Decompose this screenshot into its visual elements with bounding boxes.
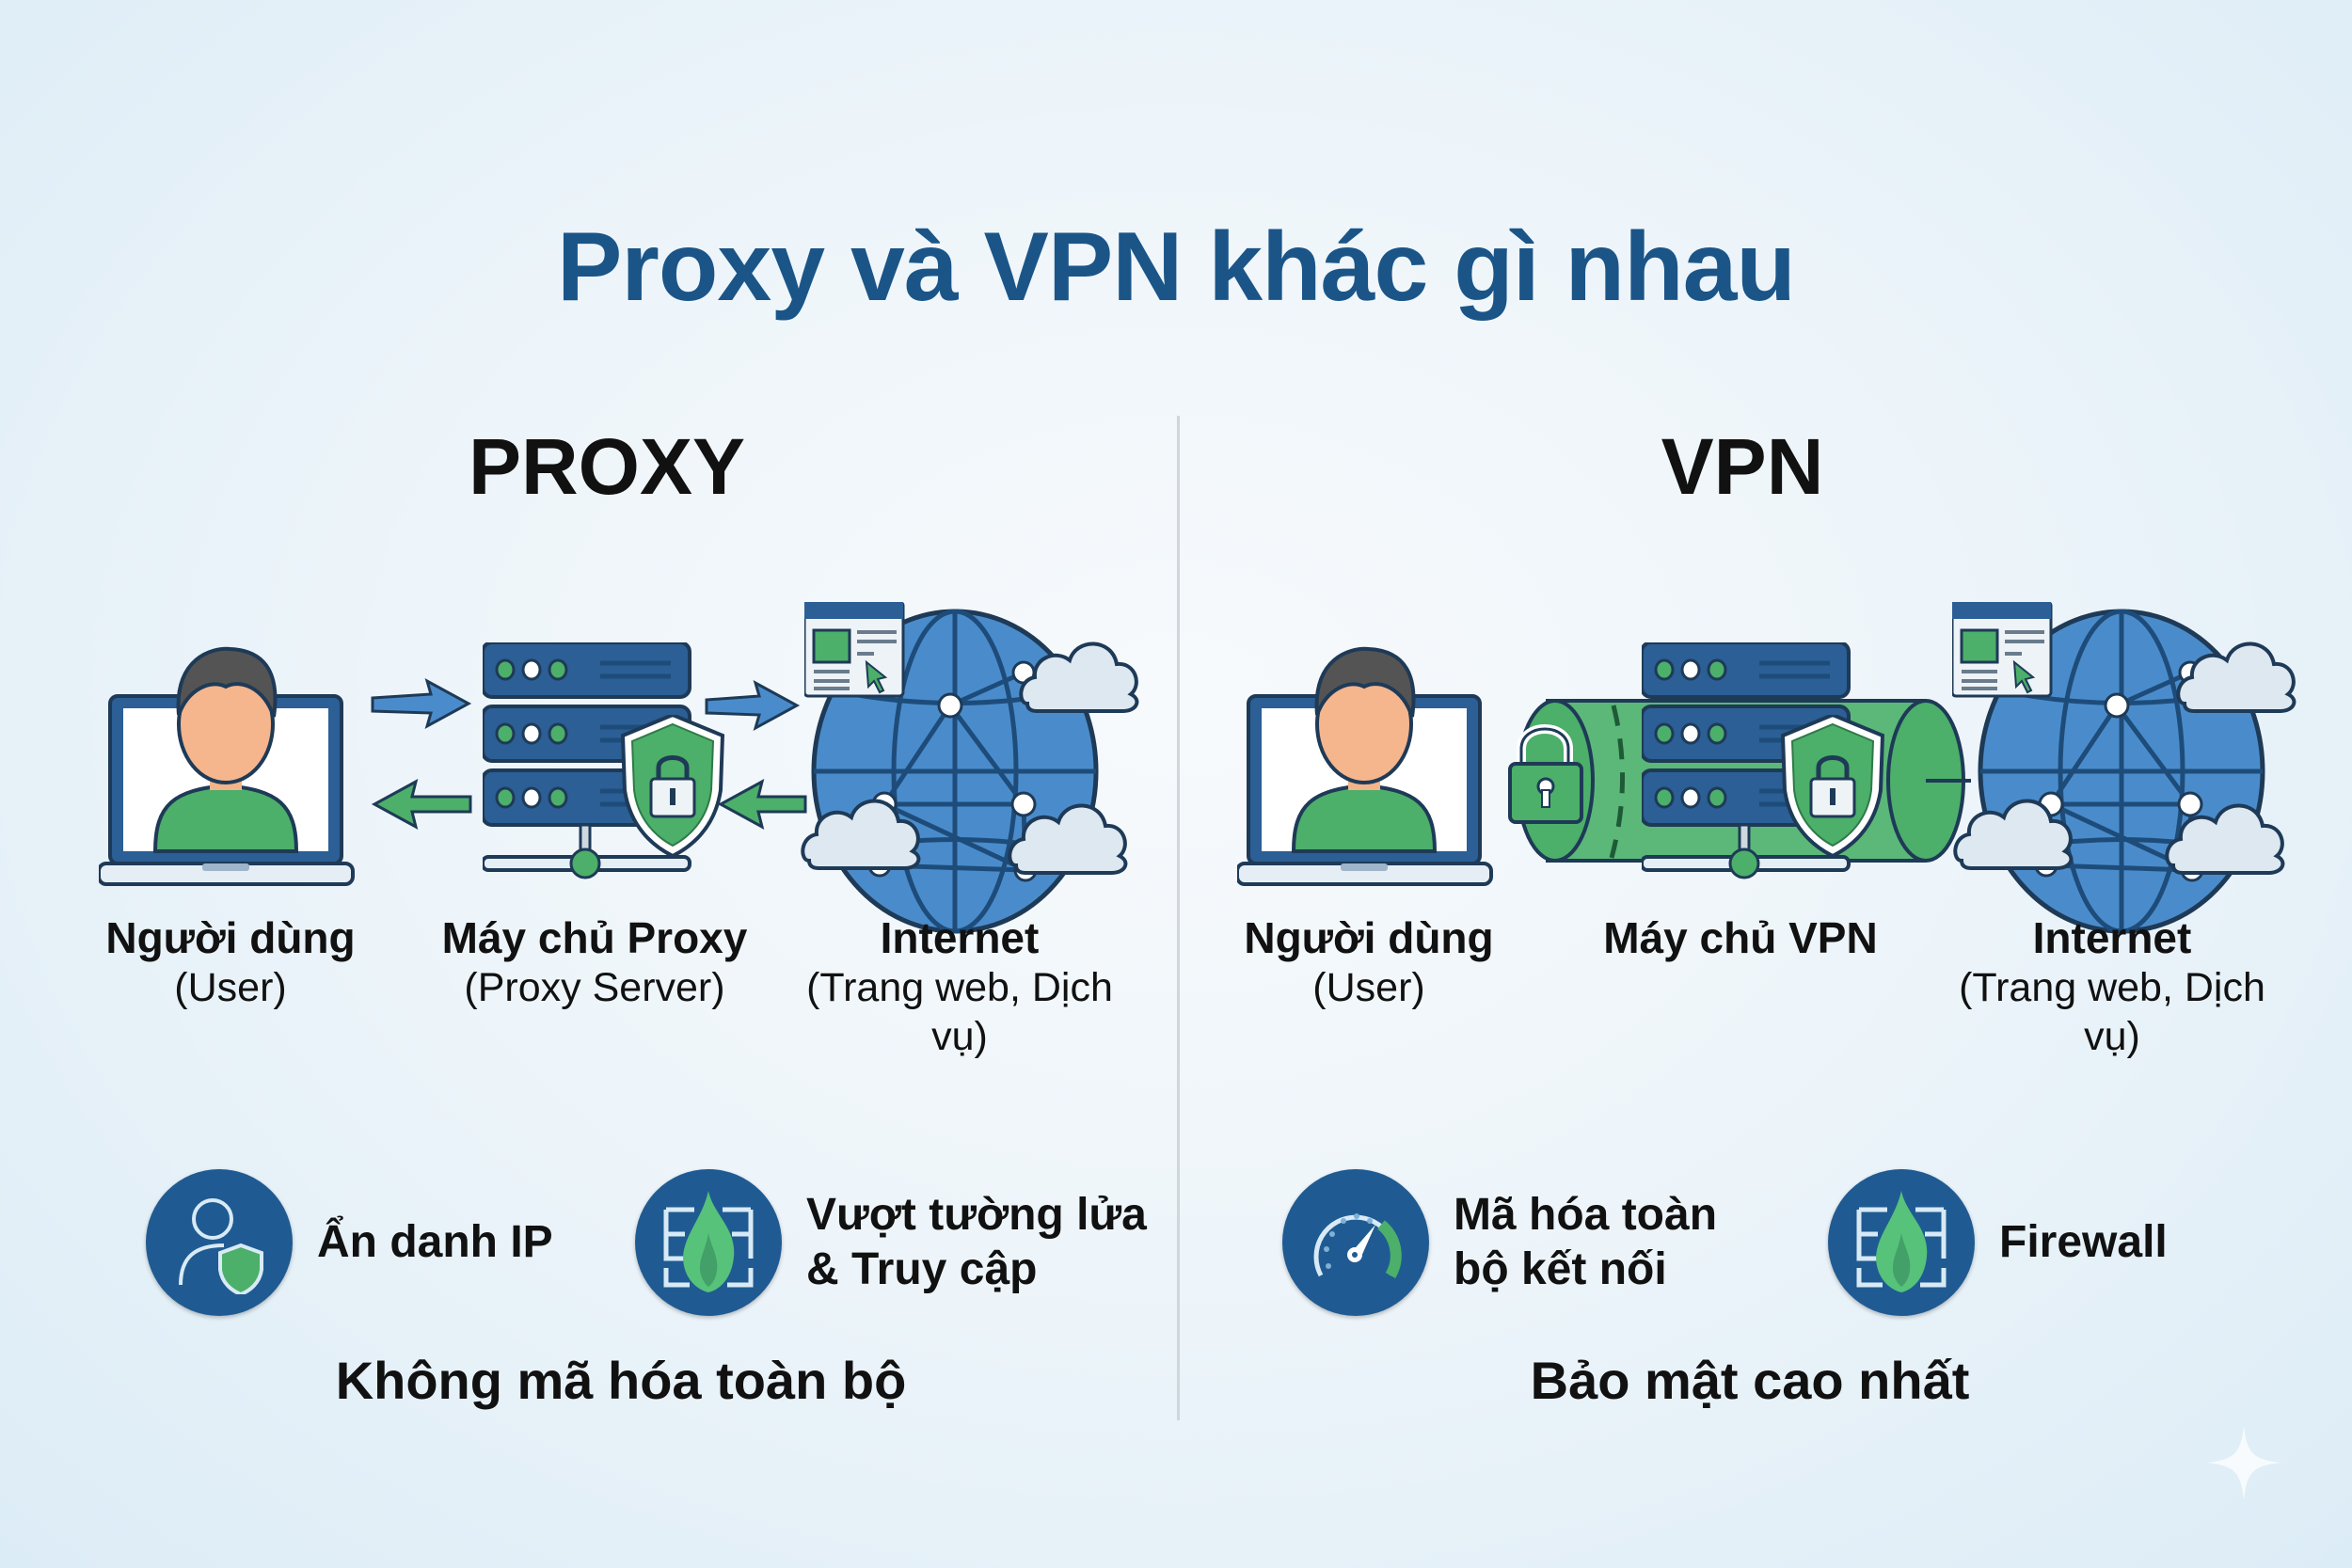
user-laptop-icon <box>1237 646 1493 886</box>
arrow-right-icon <box>371 677 472 730</box>
vpn-node-server-label: Máy chủ VPN <box>1603 913 1878 962</box>
vpn-heading: VPN <box>1661 422 1824 511</box>
proxy-node-server-label: Máy chủ Proxy (Proxy Server) <box>441 913 748 1010</box>
cloud-icon <box>1008 803 1128 875</box>
vpn-node-internet-label: Internet (Trang web, Dịch vụ) <box>1959 913 2265 1059</box>
shield-lock-icon <box>621 715 726 862</box>
proxy-feature-anonymous-ip: Ẩn danh IP <box>146 1169 553 1316</box>
proxy-node-user-label: Người dùng (User) <box>105 913 356 1010</box>
firewall-flame-icon <box>635 1169 782 1316</box>
browser-window-icon <box>1952 602 2053 698</box>
page-title: Proxy và VPN khác gì nhau <box>557 213 1796 322</box>
cloud-icon <box>801 799 921 870</box>
sparkle-watermark-icon <box>2206 1425 2281 1500</box>
browser-window-icon <box>804 602 905 698</box>
proxy-node-internet-label: Internet (Trang web, Dịch vụ) <box>806 913 1113 1059</box>
user-shield-icon <box>146 1169 293 1316</box>
column-divider <box>1177 416 1180 1420</box>
vpn-node-user-label: Người dùng (User) <box>1244 913 1494 1010</box>
cloud-icon <box>1953 799 2074 870</box>
firewall-flame-icon <box>1828 1169 1975 1316</box>
speedometer-icon <box>1282 1169 1429 1316</box>
arrow-left-icon <box>371 779 472 830</box>
vpn-feature-firewall: Firewall <box>1828 1169 2168 1316</box>
proxy-caption: Không mã hóa toàn bộ <box>335 1351 907 1410</box>
arrow-right-icon <box>705 679 801 732</box>
shield-lock-icon <box>1781 715 1886 862</box>
vpn-feature-full-encryption: Mã hóa toàn bộ kết nối <box>1282 1169 1717 1316</box>
user-laptop-icon <box>99 646 355 886</box>
cloud-icon <box>1019 641 1139 713</box>
cloud-icon <box>2176 641 2296 713</box>
arrow-left-icon <box>717 779 807 830</box>
proxy-feature-bypass-firewall: Vượt tường lửa & Truy cập <box>635 1169 1147 1316</box>
cloud-icon <box>2165 803 2285 875</box>
proxy-heading: PROXY <box>468 422 746 511</box>
vpn-caption: Bảo mật cao nhất <box>1530 1351 1970 1410</box>
